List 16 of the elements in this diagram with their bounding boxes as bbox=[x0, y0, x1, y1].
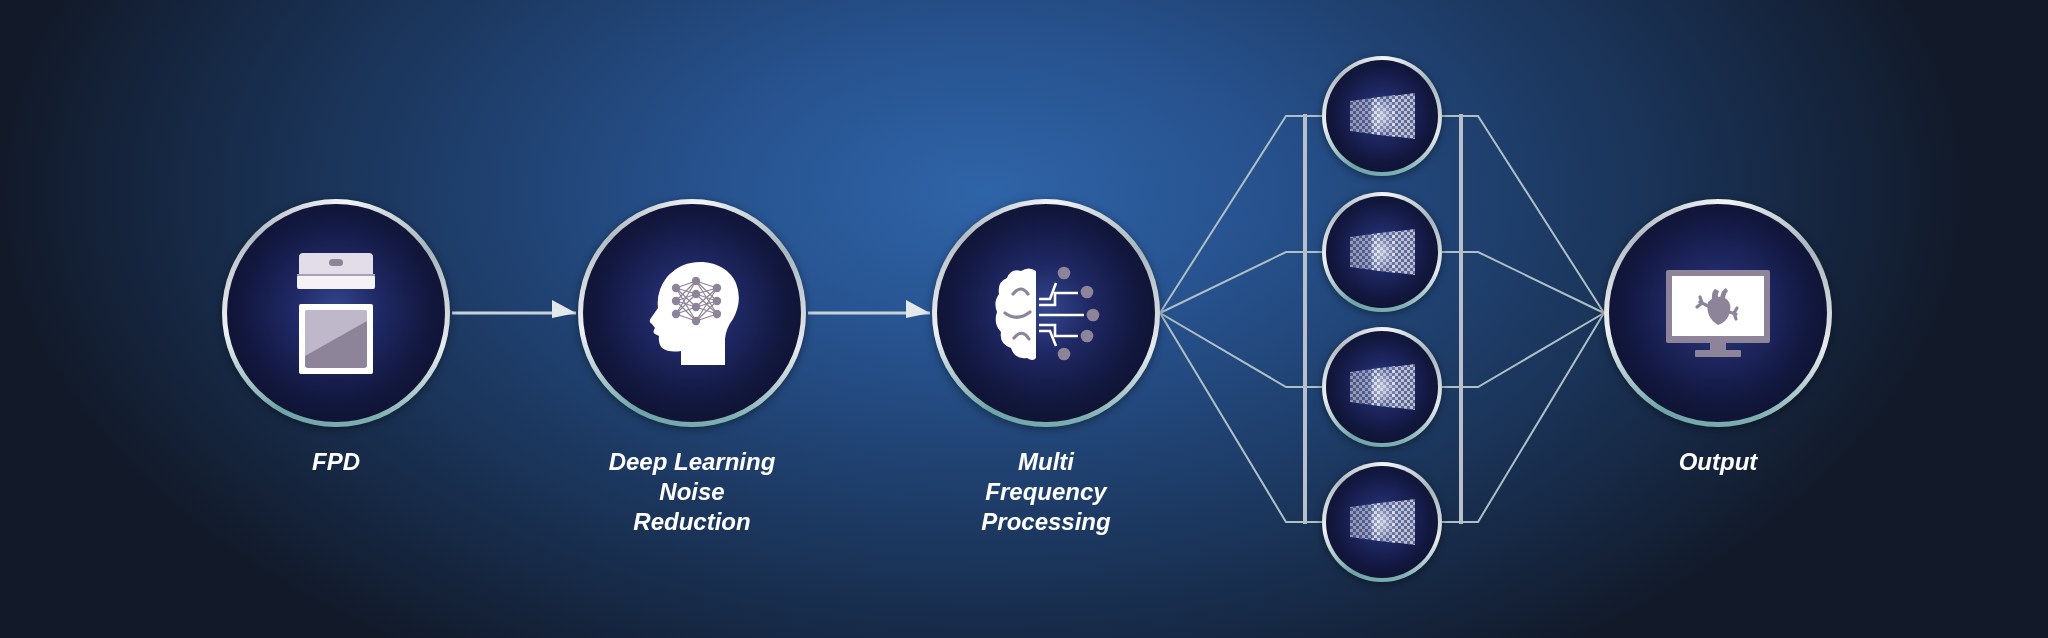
connector-line bbox=[1441, 251, 1605, 314]
process-node bbox=[1604, 199, 1832, 477]
arrow bbox=[452, 300, 576, 318]
node-label: FPD bbox=[311, 447, 361, 477]
connector-line bbox=[1441, 115, 1605, 314]
node-label: Output bbox=[1677, 447, 1759, 477]
connector-line bbox=[1159, 115, 1323, 314]
connector-line bbox=[1159, 312, 1323, 388]
connector-line bbox=[1159, 251, 1323, 314]
connector-line bbox=[1159, 312, 1323, 523]
node-label: Deep Learning Noise Reduction bbox=[607, 447, 777, 537]
connector-line bbox=[1441, 312, 1605, 388]
node-label: Multi Frequency Processing bbox=[980, 447, 1112, 537]
connector-line bbox=[1441, 312, 1605, 523]
process-node bbox=[932, 199, 1160, 537]
arrow bbox=[808, 300, 930, 318]
